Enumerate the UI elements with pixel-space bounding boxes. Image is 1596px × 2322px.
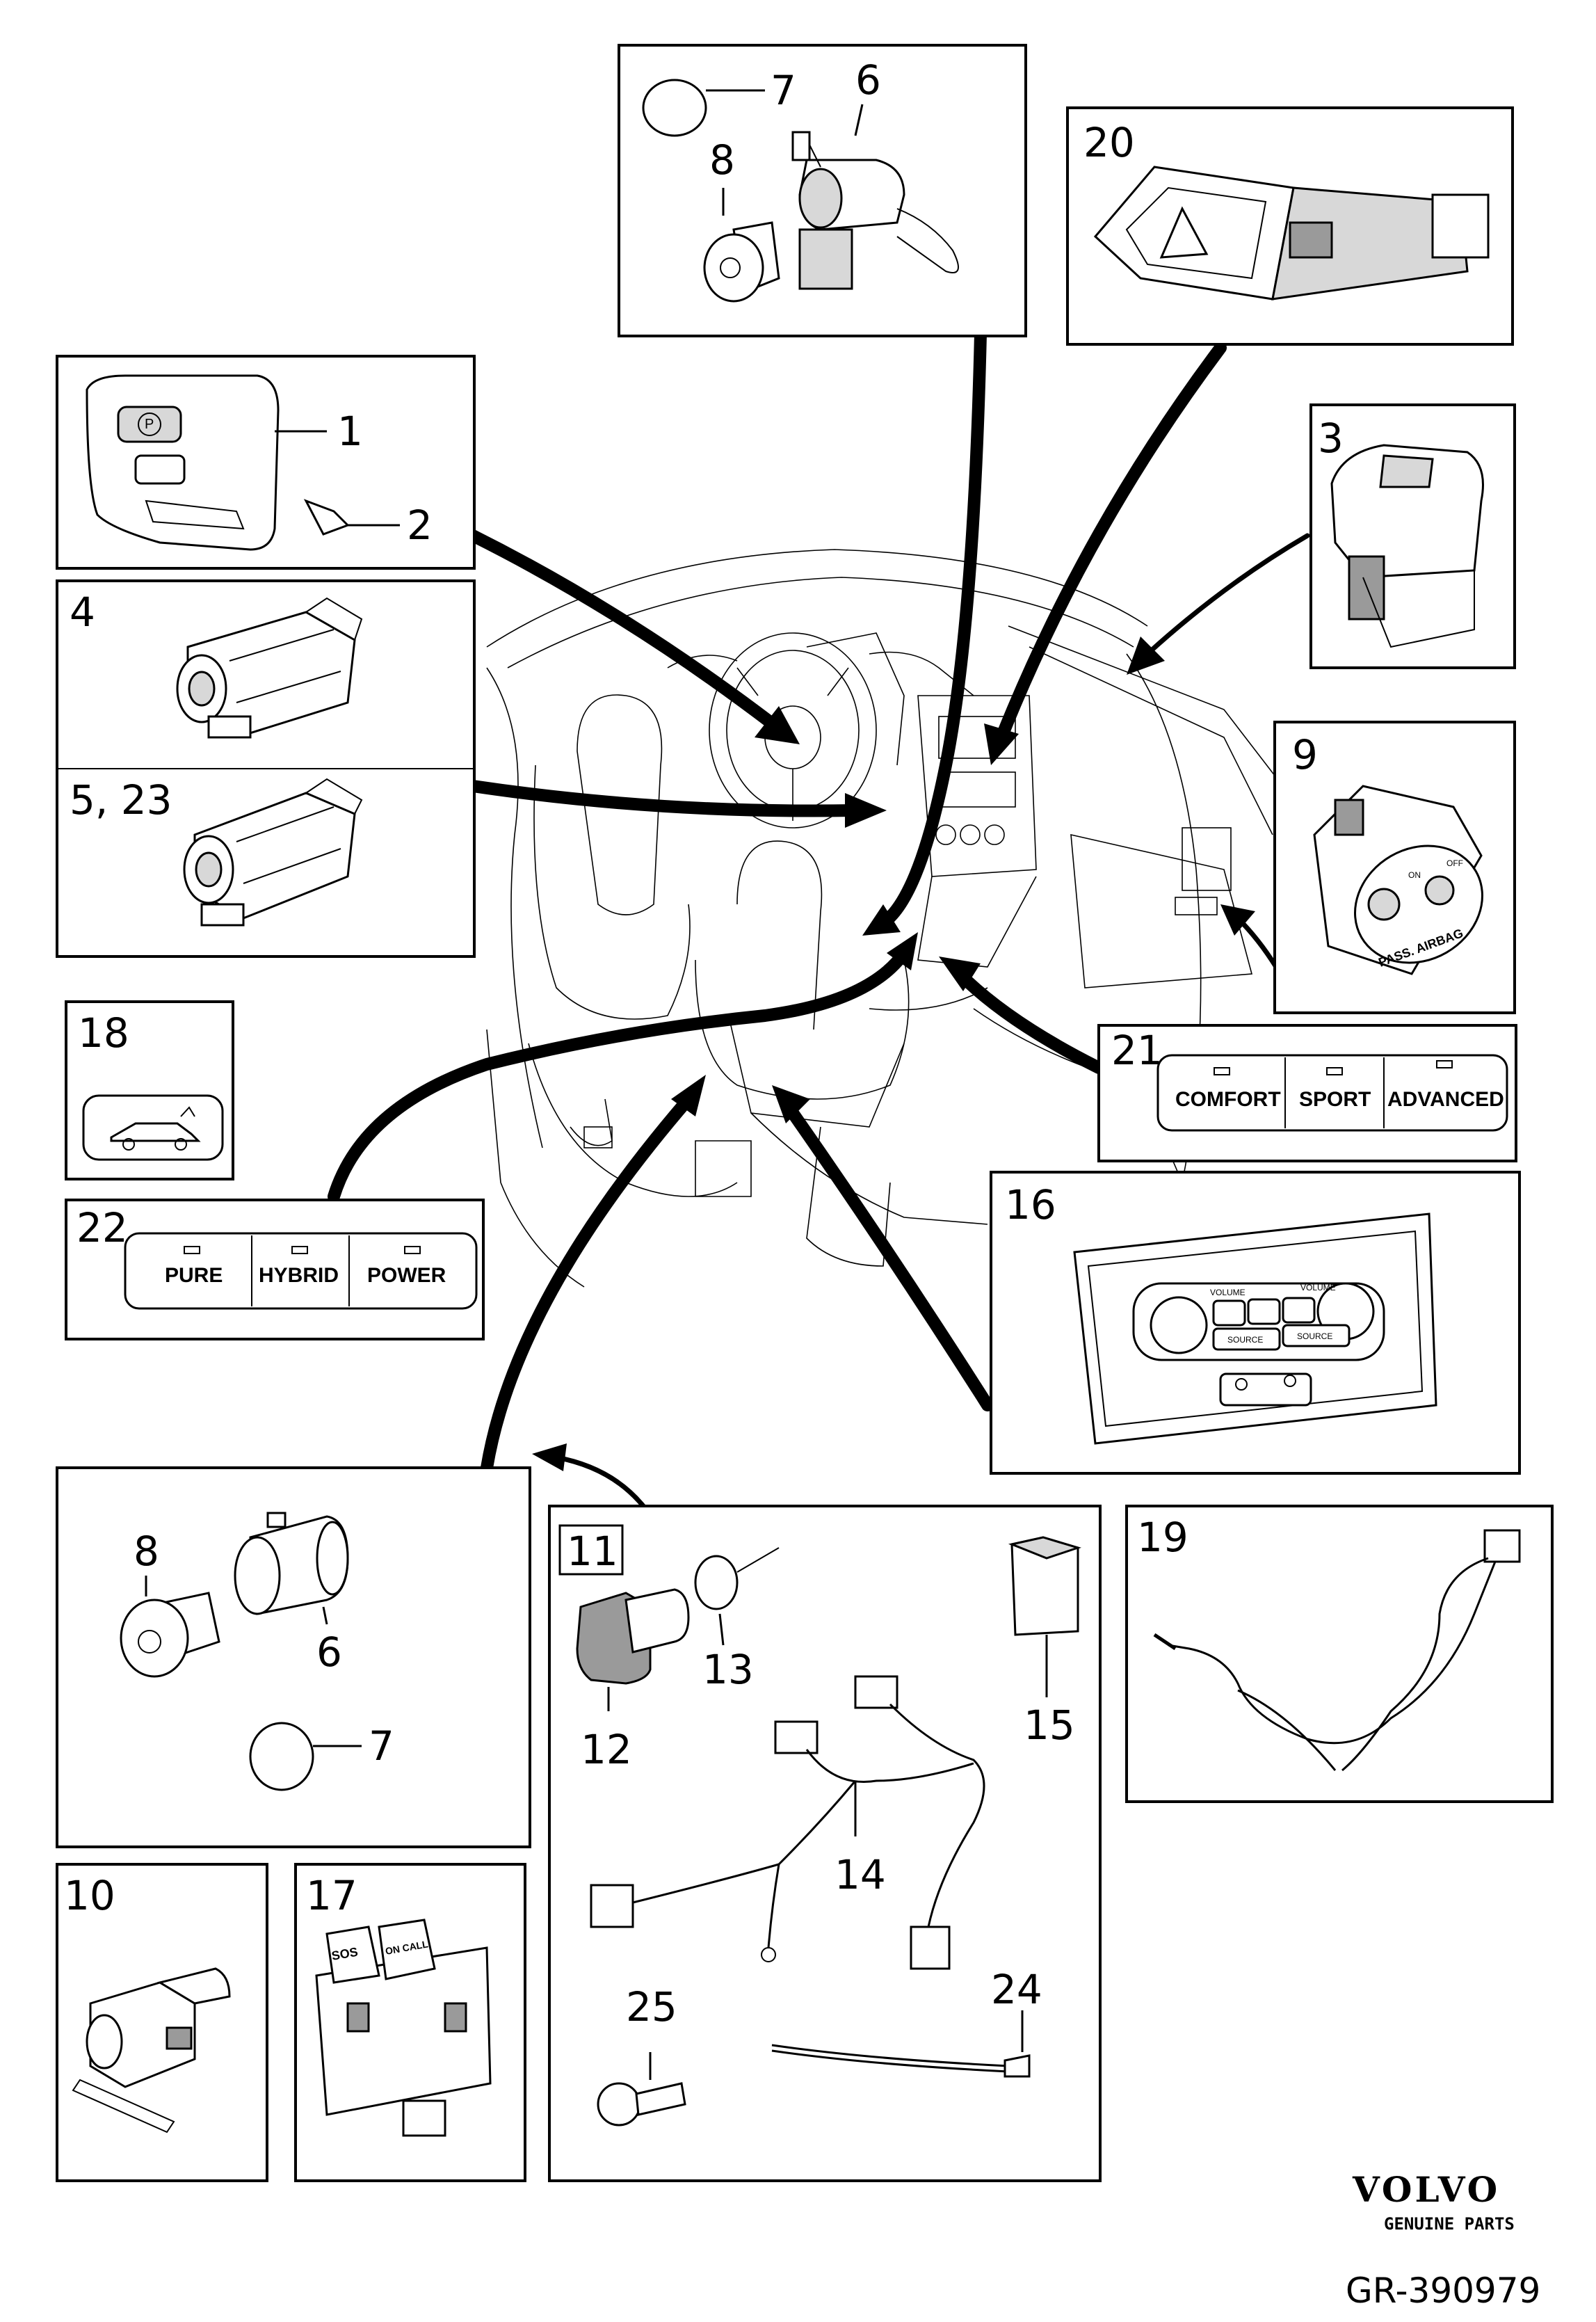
callout-5-23: 5, 23 <box>70 776 172 824</box>
pure-mode-button-label: PURE <box>165 1264 223 1287</box>
panel-part-20: 20 <box>1066 106 1514 346</box>
power-mode-button-label: POWER <box>367 1264 446 1287</box>
advanced-mode-button-label: ADVANCED <box>1387 1088 1504 1111</box>
airbag-on-label: ON <box>1408 870 1421 880</box>
steering-lock-icon <box>183 778 363 927</box>
callout-7-bottom: 7 <box>369 1722 394 1770</box>
panel-part-17: SOS ON CALL 17 <box>294 1863 526 2182</box>
volume-left-label: VOLUME <box>1210 1288 1246 1297</box>
callout-17: 17 <box>306 1872 357 1919</box>
callout-21: 21 <box>1111 1027 1163 1074</box>
callout-8-bottom: 8 <box>134 1528 159 1575</box>
callout-22: 22 <box>76 1204 128 1251</box>
panel-parts-4-5-23: 4 5, 23 <box>56 579 476 958</box>
volume-right-label: VOLUME <box>1300 1283 1336 1292</box>
callout-1: 1 <box>337 408 363 455</box>
panel-part-18: 18 <box>65 1000 234 1180</box>
callout-3: 3 <box>1318 415 1344 462</box>
panel-part-3: 3 <box>1309 403 1516 669</box>
callout-18: 18 <box>78 1009 129 1057</box>
comfort-mode-button-label: COMFORT <box>1175 1088 1281 1111</box>
callout-25: 25 <box>626 1983 677 2031</box>
panel-parts-1-2: P 1 2 <box>56 355 476 570</box>
callout-9: 9 <box>1292 731 1318 778</box>
source-right-label: SOURCE <box>1297 1331 1332 1341</box>
callout-7-top: 7 <box>771 67 796 114</box>
volvo-genuine-parts-logo: VOLVO GENUINE PARTS <box>1352 2169 1515 2234</box>
panel-parts-11-15-24-25: 11 12 13 14 15 24 25 <box>548 1505 1102 2182</box>
callout-19: 19 <box>1137 1514 1188 1561</box>
brand-name: VOLVO <box>1352 2169 1500 2210</box>
car-interior-sketch <box>486 549 1294 1288</box>
callout-4: 4 <box>70 588 95 636</box>
callout-15: 15 <box>1024 1702 1075 1749</box>
callout-6-top: 6 <box>855 56 881 104</box>
panel-part-10: 10 <box>56 1863 268 2182</box>
airbag-off-label: OFF <box>1446 858 1463 868</box>
panel-part-16: VOLUME VOLUME SOURCE SOURCE 16 <box>990 1171 1521 1475</box>
callout-6-bottom: 6 <box>316 1628 342 1676</box>
panel-parts-6-7-8-bottom: 8 6 7 <box>56 1466 531 1848</box>
drawing-reference: GR-390979 <box>1346 2271 1540 2311</box>
leader-arrows <box>328 328 1310 1509</box>
sport-mode-button-label: SPORT <box>1299 1088 1371 1111</box>
callout-12: 12 <box>581 1726 632 1773</box>
callout-20: 20 <box>1083 119 1135 166</box>
callout-11: 11 <box>567 1528 618 1575</box>
panel-parts-6-7-8-top: 7 6 8 <box>618 44 1027 337</box>
ignition-switch-icon <box>176 597 363 739</box>
source-left-label: SOURCE <box>1227 1335 1263 1345</box>
callout-24: 24 <box>991 1966 1042 2013</box>
panel-part-19: 19 <box>1125 1505 1554 1803</box>
panel-part-21: COMFORT SPORT ADVANCED 21 <box>1097 1024 1517 1162</box>
panel-part-22: PURE HYBRID POWER 22 <box>65 1199 485 1340</box>
callout-10: 10 <box>64 1872 115 1919</box>
brand-tagline: GENUINE PARTS <box>1384 2214 1515 2234</box>
callout-2: 2 <box>407 502 433 549</box>
wiring-harness-14 <box>590 1675 985 1970</box>
callout-8-top: 8 <box>709 136 735 184</box>
callout-14: 14 <box>835 1851 886 1898</box>
callout-16: 16 <box>1005 1181 1056 1228</box>
hybrid-mode-button-label: HYBRID <box>259 1264 339 1287</box>
panel-part-9: ON OFF PASS. AIRBAG 9 <box>1273 721 1516 1014</box>
svg-text:P: P <box>145 417 154 432</box>
callout-13: 13 <box>702 1646 754 1693</box>
